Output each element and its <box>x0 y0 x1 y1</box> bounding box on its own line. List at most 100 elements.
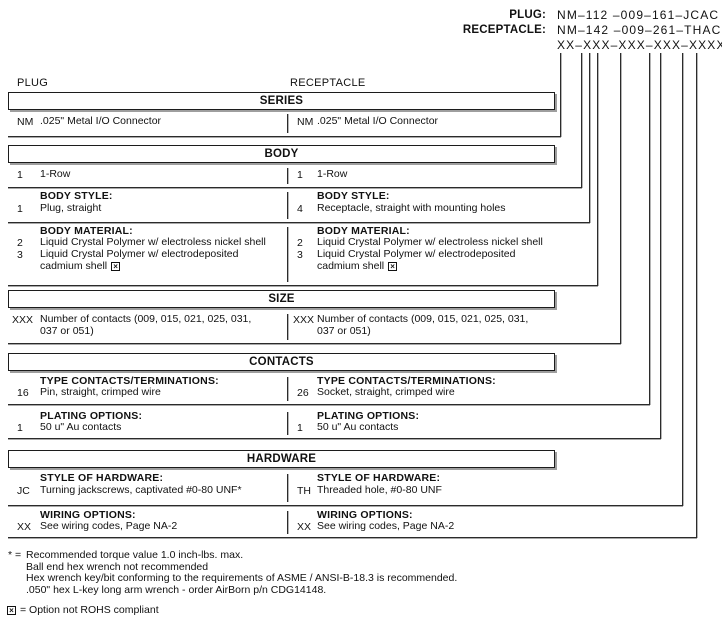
section-header-size: SIZE <box>8 290 555 308</box>
row-divider-body-style <box>8 222 590 223</box>
plating-left-code: 1 <box>17 422 23 434</box>
row-divider-size <box>8 343 621 344</box>
contacts-plating-row: PLATING OPTIONS: PLATING OPTIONS: 1 50 u… <box>0 410 722 437</box>
body-material-row: BODY MATERIAL: BODY MATERIAL: 2 Liquid C… <box>0 225 722 284</box>
section-header-hardware: HARDWARE <box>8 450 555 468</box>
plating-header-left: PLATING OPTIONS: <box>40 410 143 422</box>
series-right-desc: .025" Metal I/O Connector <box>317 115 439 127</box>
connector-line-hardware-style <box>682 53 683 506</box>
hardware-style-right-code: TH <box>297 485 311 497</box>
section-header-contacts: CONTACTS <box>8 353 555 371</box>
connector-line-contacts-type <box>649 53 650 405</box>
body-style-header-right: BODY STYLE: <box>317 190 390 202</box>
series-left-desc: .025" Metal I/O Connector <box>40 115 162 127</box>
contacts-type-header-left: TYPE CONTACTS/TERMINATIONS: <box>40 375 219 387</box>
contacts-type-right-code: 26 <box>297 387 309 399</box>
hardware-wiring-row: WIRING OPTIONS: WIRING OPTIONS: XX See w… <box>0 509 722 536</box>
contacts-type-row: TYPE CONTACTS/TERMINATIONS: TYPE CONTACT… <box>0 375 722 403</box>
plating-header-right: PLATING OPTIONS: <box>317 410 420 422</box>
series-right-code: NM <box>297 116 314 128</box>
row-divider-hardware-style <box>8 505 683 506</box>
wiring-header-right: WIRING OPTIONS: <box>317 509 413 521</box>
body-right-desc: 1-Row <box>317 168 348 180</box>
size-row: XXX Number of contacts (009, 015, 021, 0… <box>0 312 722 342</box>
size-left-code: XXX <box>12 314 34 326</box>
body-style-right-code: 4 <box>297 203 303 215</box>
body-material-left-desc-2: Liquid Crystal Polymer w/ electrodeposit… <box>40 248 239 272</box>
hardware-style-header-right: STYLE OF HARDWARE: <box>317 472 441 484</box>
part-number-mask: XX–XXX–XXX–XXX–XXXX <box>557 38 722 52</box>
hardware-style-header-left: STYLE OF HARDWARE: <box>40 472 164 484</box>
column-divider <box>287 474 288 502</box>
row-divider-series <box>8 136 561 137</box>
body-left-code: 1 <box>17 169 23 181</box>
body-style-row: BODY STYLE: BODY STYLE: 1 Plug, straight… <box>0 190 722 221</box>
connector-line-size <box>620 53 621 344</box>
section-header-body: BODY <box>8 145 555 163</box>
hardware-style-row: STYLE OF HARDWARE: STYLE OF HARDWARE: JC… <box>0 472 722 504</box>
hardware-style-left-desc: Turning jackscrews, captivated #0-80 UNF… <box>40 484 242 496</box>
body-row-count: 1 1-Row 1 1-Row <box>0 166 722 186</box>
body-material-header-left: BODY MATERIAL: <box>40 225 133 237</box>
body-material-right-code-1: 2 <box>297 237 303 249</box>
connector-line-body-material <box>597 53 598 286</box>
body-material-left-code-1: 2 <box>17 237 23 249</box>
row-divider-body-material <box>8 285 598 286</box>
receptacle-column-label: RECEPTACLE <box>290 77 366 89</box>
footnote-line-2: Ball end hex wrench not recommended <box>26 561 209 573</box>
connector-line-body-style <box>589 53 590 223</box>
plating-left-desc: 50 u" Au contacts <box>40 421 122 433</box>
plating-right-code: 1 <box>297 422 303 434</box>
connector-line-wiring <box>696 53 697 538</box>
series-left-code: NM <box>17 116 34 128</box>
column-divider <box>287 377 288 401</box>
connector-line-body-count <box>581 53 582 188</box>
not-rohs-icon: × <box>388 261 398 271</box>
column-divider <box>287 192 288 219</box>
column-divider <box>287 412 288 435</box>
plug-part-number-value: NM–112 –009–161–JCAC <box>557 8 720 22</box>
not-rohs-icon: × <box>7 606 16 615</box>
column-divider <box>287 114 288 133</box>
column-divider <box>287 511 288 534</box>
contacts-type-left-desc: Pin, straight, crimped wire <box>40 386 161 398</box>
body-right-code: 1 <box>297 169 303 181</box>
section-header-series: SERIES <box>8 92 555 110</box>
row-divider-contacts-type <box>8 404 650 405</box>
footnote-line-4: .050" hex L-key long arm wrench - order … <box>26 584 327 596</box>
plug-column-label: PLUG <box>17 77 49 89</box>
column-divider <box>287 168 288 184</box>
body-style-header-left: BODY STYLE: <box>40 190 113 202</box>
body-material-right-desc-2: Liquid Crystal Polymer w/ electrodeposit… <box>317 248 516 272</box>
size-right-desc: Number of contacts (009, 015, 021, 025, … <box>317 313 529 337</box>
connector-line-plating <box>660 53 661 439</box>
not-rohs-icon: × <box>111 261 121 271</box>
receptacle-part-number-value: NM–142 –009–261–THAC <box>557 23 722 37</box>
row-divider-wiring <box>8 537 697 538</box>
body-material-right-desc-1: Liquid Crystal Polymer w/ electroless ni… <box>317 236 543 248</box>
body-style-left-desc: Plug, straight <box>40 202 102 214</box>
column-divider <box>287 314 288 340</box>
body-material-header-right: BODY MATERIAL: <box>317 225 410 237</box>
body-material-left-desc-1: Liquid Crystal Polymer w/ electroless ni… <box>40 236 266 248</box>
row-divider-body-count <box>8 187 582 188</box>
plug-part-number-label: PLUG: <box>509 9 546 21</box>
rohs-footnote: ×= Option not ROHS compliant <box>7 604 159 616</box>
wiring-header-left: WIRING OPTIONS: <box>40 509 136 521</box>
connector-line-series <box>560 53 561 137</box>
contacts-type-right-desc: Socket, straight, crimped wire <box>317 386 455 398</box>
asterisk-footnote-prefix: * = <box>8 549 22 561</box>
footnote-line-1: Recommended torque value 1.0 inch-lbs. m… <box>26 549 244 561</box>
footnote-line-3: Hex wrench key/bit conforming to the req… <box>26 572 458 584</box>
column-divider <box>287 227 288 282</box>
contacts-type-header-right: TYPE CONTACTS/TERMINATIONS: <box>317 375 496 387</box>
body-material-left-code-2: 3 <box>17 249 23 261</box>
series-row: NM .025" Metal I/O Connector NM .025" Me… <box>0 112 722 135</box>
wiring-left-code: XX <box>17 521 32 533</box>
contacts-type-left-code: 16 <box>17 387 29 399</box>
wiring-right-desc: See wiring codes, Page NA-2 <box>317 520 455 532</box>
plating-right-desc: 50 u" Au contacts <box>317 421 399 433</box>
hardware-style-right-desc: Threaded hole, #0-80 UNF <box>317 484 442 496</box>
size-right-code: XXX <box>293 314 315 326</box>
